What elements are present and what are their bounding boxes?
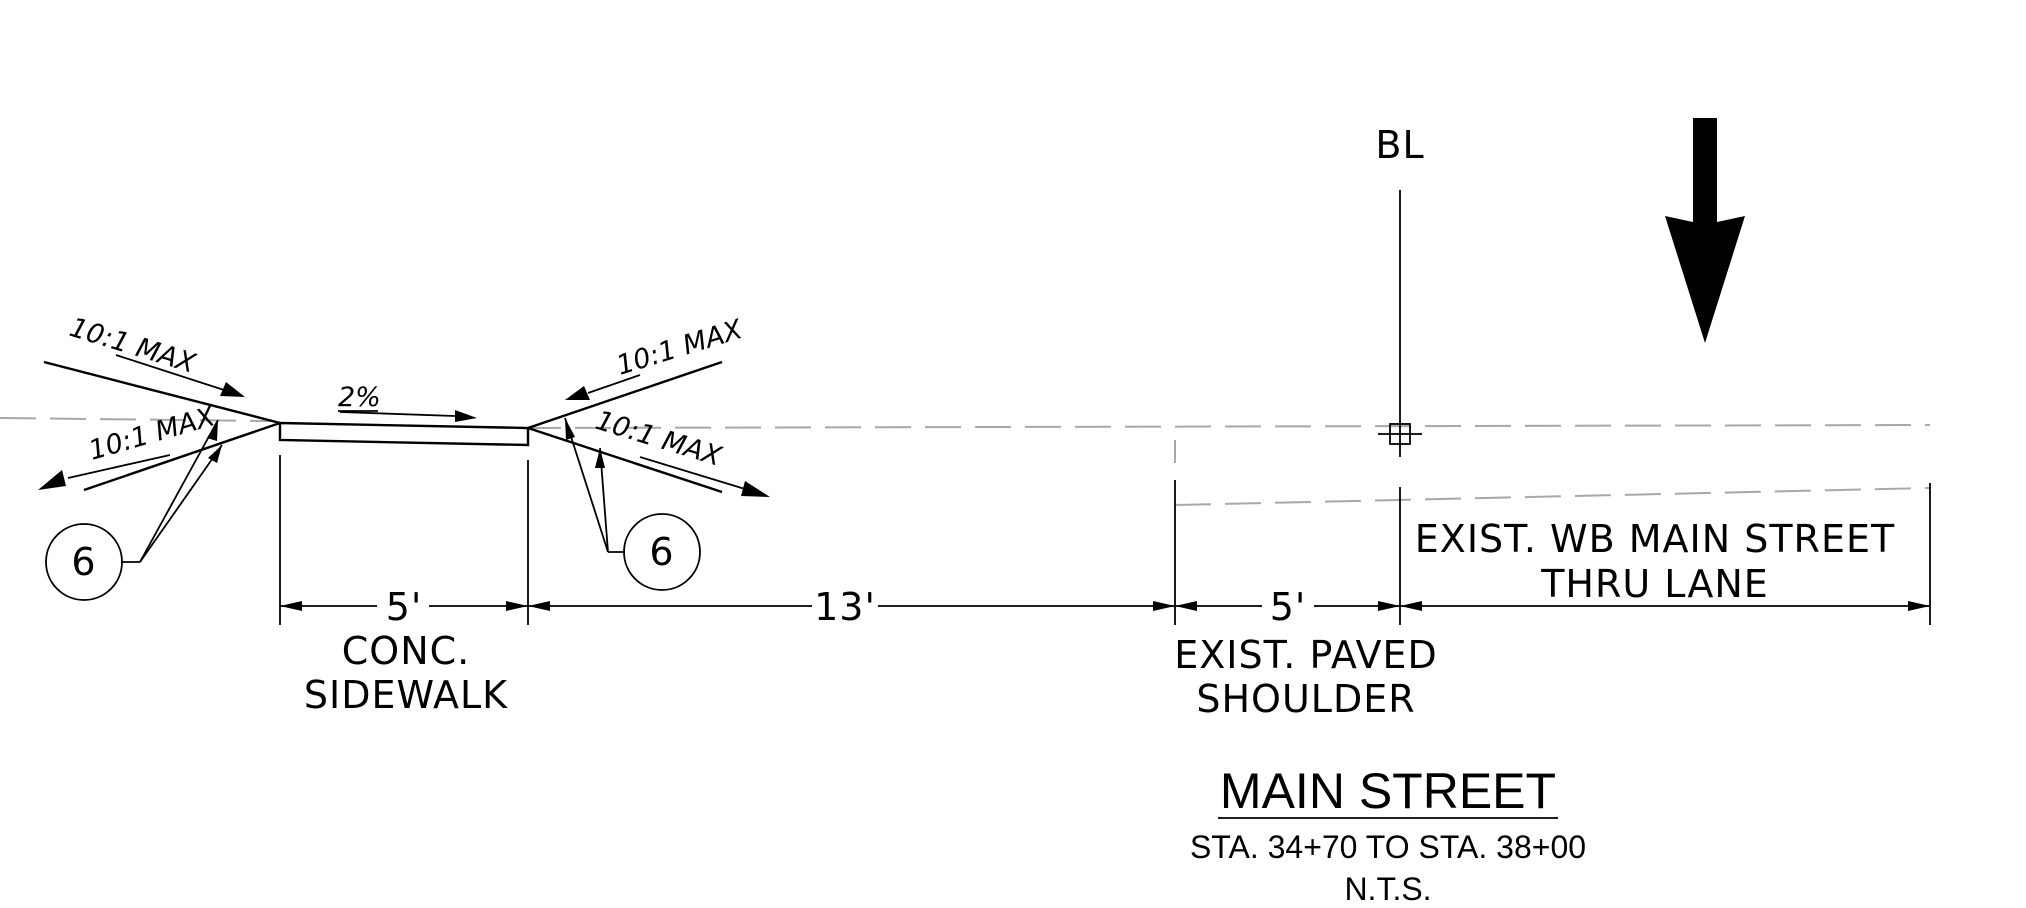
label-sidewalk-line1: CONC.: [342, 629, 470, 673]
baseline-label: BL: [1375, 123, 1424, 167]
extension-lines: [279, 455, 1931, 625]
callout-right: 6: [564, 417, 701, 591]
baseline: BL: [1375, 123, 1424, 457]
callout-bubble-left: [45, 523, 123, 601]
dimension-shoulder: 5': [1270, 585, 1307, 629]
scale-note: N.T.S.: [1344, 871, 1431, 907]
slope-label-left-lower: 10:1 MAX: [85, 401, 218, 467]
label-sidewalk-line2: SIDEWALK: [304, 673, 508, 717]
slope-label-right-upper: 10:1 MAX: [613, 314, 746, 382]
dimension-sidewalk: 5': [386, 585, 423, 629]
callout-number-left: 6: [71, 540, 96, 584]
label-lane-line1: EXIST. WB MAIN STREET: [1415, 517, 1895, 561]
label-lane-line2: THRU LANE: [1540, 562, 1769, 606]
drawing-title: MAIN STREET: [1220, 763, 1556, 819]
slope-label-left-upper: 10:1 MAX: [66, 312, 199, 380]
label-shoulder-line2: SHOULDER: [1196, 677, 1415, 721]
slope-arrows: [38, 354, 770, 497]
label-shoulder-line1: EXIST. PAVED: [1174, 633, 1438, 677]
down-arrow-icon: [1665, 118, 1745, 343]
existing-ground-lines: [0, 417, 1931, 506]
callout-left: 6: [45, 419, 223, 601]
station-range: STA. 34+70 TO STA. 38+00: [1190, 829, 1586, 865]
proposed-section: [43, 360, 723, 494]
callout-bubble-right: [623, 513, 701, 591]
callout-number-right: 6: [649, 530, 674, 574]
dimension-buffer: 13': [814, 585, 876, 629]
sidewalk-slope-label: 2%: [338, 382, 381, 413]
